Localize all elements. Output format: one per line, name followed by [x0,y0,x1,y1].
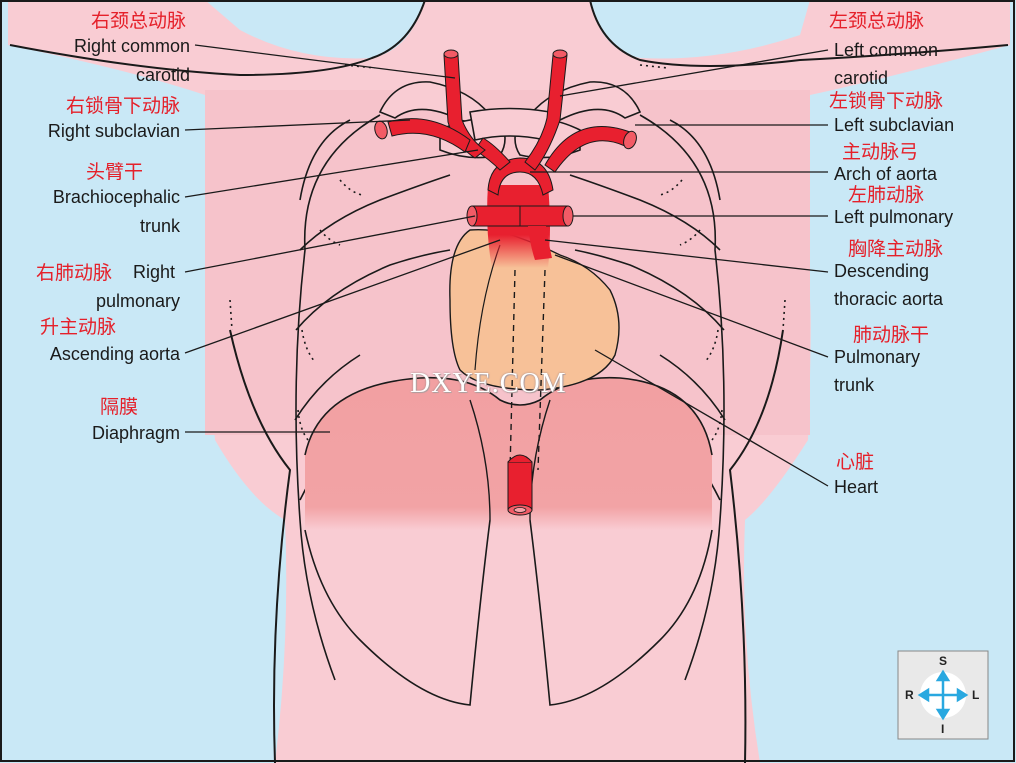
label-left-pulmonary-en: Left pulmonary [834,207,954,227]
label-descending-aorta-cn: 胸降主动脉 [848,239,944,260]
label-left-common-carotid-en: Left common [834,40,939,60]
label-descending-aorta-en: Descending [834,261,930,281]
label-diaphragm-en: Diaphragm [91,423,180,443]
label-heart-en: Heart [834,477,879,497]
lower-right-costal-arc [304,519,491,706]
left-flank-line [728,329,784,763]
right-flank-line [229,329,292,763]
compass-right: R [905,688,914,702]
label-right-common-carotid-cn: 右颈总动脉 [90,11,186,32]
label-ascending-aorta-cn: 升主动脉 [40,317,117,338]
label-right-subclavian-en: Right subclavian [47,121,180,141]
watermark: DXYE.COM [410,368,567,399]
label-left-subclavian-cn: 左锁骨下动脉 [829,91,944,112]
label-diaphragm-cn: 隔膜 [100,397,139,418]
compass-left: L [972,688,980,702]
compass-inferior: I [941,722,945,736]
diaphragm-outline [304,376,713,456]
label-pulmonary-trunk-en: Pulmonary [834,347,921,367]
label-right-pulmonary-cn: 右肺动脉 [36,263,113,284]
compass-superior: S [939,654,948,668]
label-pulmonary-trunk-cn: 肺动脉干 [853,325,930,346]
label-left-subclavian-en: Left subclavian [834,115,955,135]
label-right-common-carotid-en-2: carotid [135,65,190,85]
label-right-common-carotid-en: Right common [73,36,190,56]
label-left-common-carotid-cn: 左颈总动脉 [829,11,925,32]
label-heart-cn: 心脏 [836,452,875,473]
right-shoulder-line [9,0,426,77]
label-left-pulmonary-cn: 左肺动脉 [848,185,925,206]
label-brachiocephalic-en: Brachiocephalic [52,187,180,207]
label-descending-aorta-en-2: thoracic aorta [834,289,944,309]
aorta-hidden-course-right [509,269,516,471]
orientation-compass [897,650,989,740]
lower-left-costal-arc [529,519,713,706]
leader-lines [184,44,829,487]
costal-inner-right [469,399,491,521]
great-vessels [374,49,637,516]
aorta-hidden-course-left [537,269,546,471]
label-right-subclavian-cn: 右锁骨下动脉 [65,96,180,117]
label-arch-of-aorta-cn: 主动脉弓 [842,142,919,163]
label-ascending-aorta-en: Ascending aorta [49,344,180,364]
label-arch-of-aorta-en: Arch of aorta [834,164,938,184]
label-left-common-carotid-en-2: carotid [834,68,889,88]
label-right-pulmonary-en: Right [133,262,176,282]
diaphragm [305,377,712,530]
label-pulmonary-trunk-en-2: trunk [834,375,875,395]
label-brachiocephalic-en-2: trunk [139,216,180,236]
label-right-pulmonary-en-2: pulmonary [95,291,180,311]
label-brachiocephalic-cn: 头臂干 [85,162,143,183]
